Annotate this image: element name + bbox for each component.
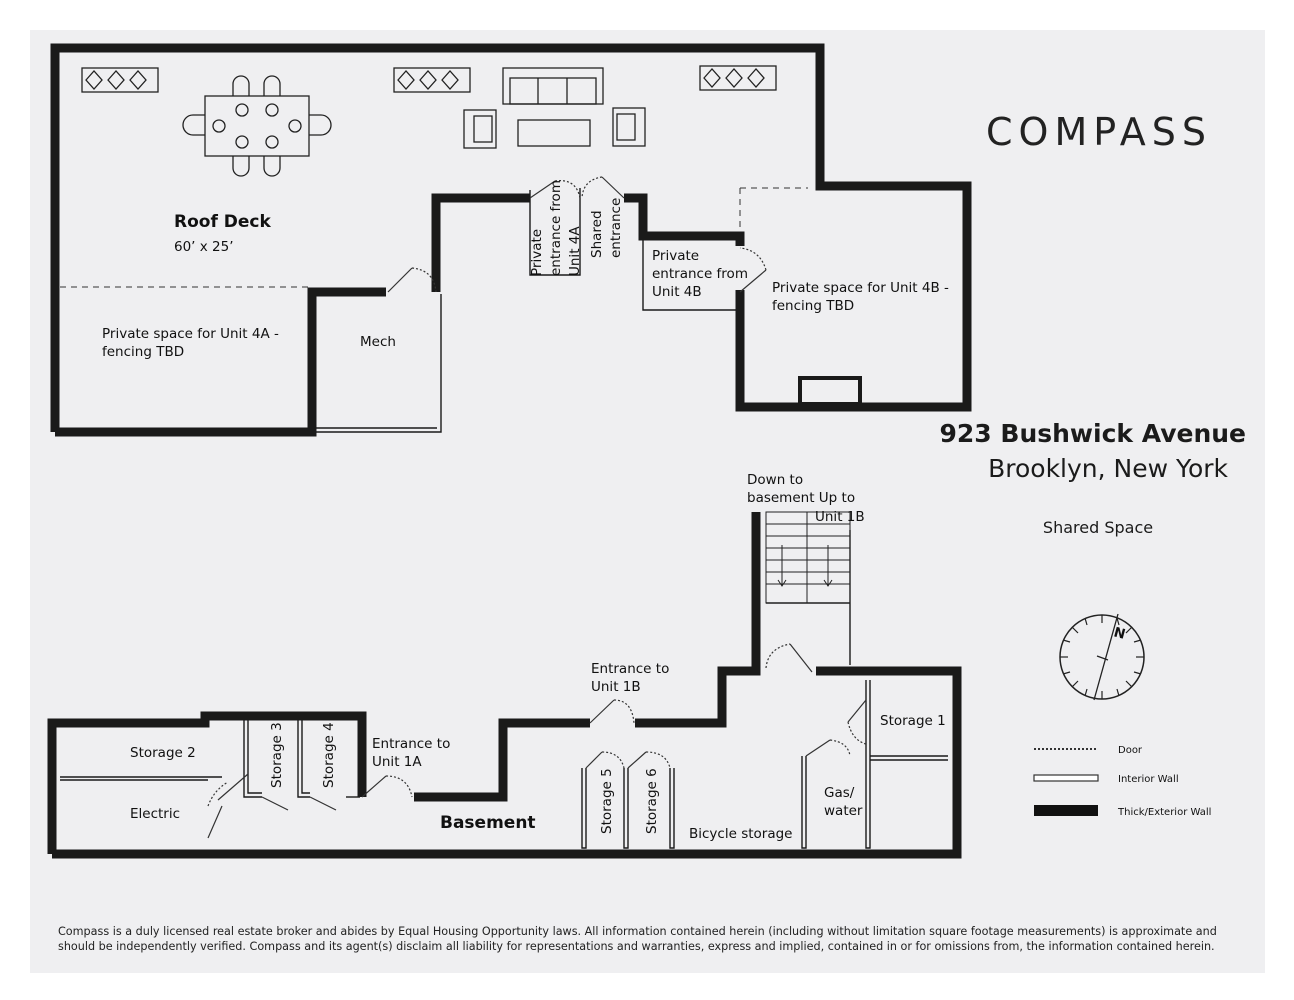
storage-1-label: Storage 1 [880, 713, 946, 729]
storage-5-label: Storage 5 [599, 768, 615, 834]
roof-deck-size: 60’ x 25’ [174, 239, 234, 255]
private-entrance-4b-line1: Private [652, 248, 699, 264]
storage-2-label: Storage 2 [130, 745, 196, 761]
address-city: Brooklyn, New York [988, 454, 1228, 483]
roof-deck-title: Roof Deck [174, 212, 271, 232]
dining-table-icon [182, 75, 332, 177]
mech-room-label: Mech [360, 334, 396, 350]
electric-room-label: Electric [130, 806, 180, 822]
shared-entrance-line2: entrance [608, 198, 624, 258]
entrance-1a-line2: Unit 1A [372, 754, 422, 770]
storage-4-label: Storage 4 [321, 722, 337, 788]
bicycle-storage-label: Bicycle storage [689, 826, 792, 842]
compass-logo: COMPASS [986, 110, 1212, 154]
roof-interior-walls [316, 188, 862, 433]
private-entrance-4a-line1: Private [529, 229, 545, 276]
lounge-seating-icon [463, 67, 646, 149]
unit4b-space-line1: Private space for Unit 4B - [772, 280, 949, 296]
gas-water-line1: Gas/ [824, 785, 855, 801]
basement-interior-walls [60, 530, 948, 849]
storage-6-label: Storage 6 [644, 768, 660, 834]
unit4a-space-line2: fencing TBD [102, 344, 184, 360]
north-arrow-icon [1059, 613, 1145, 701]
legend-interior-label: Interior Wall [1118, 774, 1179, 785]
stairs-label-line2: basement Up to [747, 490, 855, 506]
staircase-icon [765, 511, 851, 604]
private-entrance-4b-line3: Unit 4B [652, 284, 702, 300]
unit4b-space-line2: fencing TBD [772, 298, 854, 314]
stairs-label-line3: Unit 1B [815, 509, 865, 525]
legend-exterior-swatch [1034, 805, 1098, 816]
stairs-label-line1: Down to [747, 472, 803, 488]
planter-left-icon [81, 67, 159, 93]
plan-subtitle: Shared Space [1043, 518, 1153, 537]
gas-water-line2: water [824, 803, 863, 819]
basement-exterior-walls [47, 512, 962, 859]
shared-entrance-line1: Shared [589, 210, 605, 258]
planter-middle-icon [393, 67, 471, 93]
legend-door-label: Door [1118, 745, 1143, 756]
basement-title: Basement [440, 813, 536, 833]
storage-3-label: Storage 3 [269, 722, 285, 788]
legend-exterior-label: Thick/Exterior Wall [1117, 807, 1211, 818]
legend-interior-swatch [1033, 774, 1099, 782]
roof-doors [387, 176, 767, 293]
basement-doors [207, 643, 867, 839]
roof-dashed-boundaries [60, 187, 808, 288]
address-street: 923 Bushwick Avenue [940, 419, 1247, 448]
planter-right-icon [699, 65, 777, 91]
north-arrow-letter: N [1112, 624, 1127, 642]
entrance-1a-line1: Entrance to [372, 736, 450, 752]
private-entrance-4a-line3: Unit 4A [567, 226, 583, 276]
entrance-1b-line1: Entrance to [591, 661, 669, 677]
legal-disclaimer: Compass is a duly licensed real estate b… [58, 925, 1217, 953]
unit4a-space-line1: Private space for Unit 4A - [102, 326, 279, 342]
roof-exterior-walls [50, 43, 972, 437]
private-entrance-4b-line2: entrance from [652, 266, 748, 282]
private-entrance-4a-line2: entrance from [548, 180, 564, 276]
entrance-1b-line2: Unit 1B [591, 679, 641, 695]
